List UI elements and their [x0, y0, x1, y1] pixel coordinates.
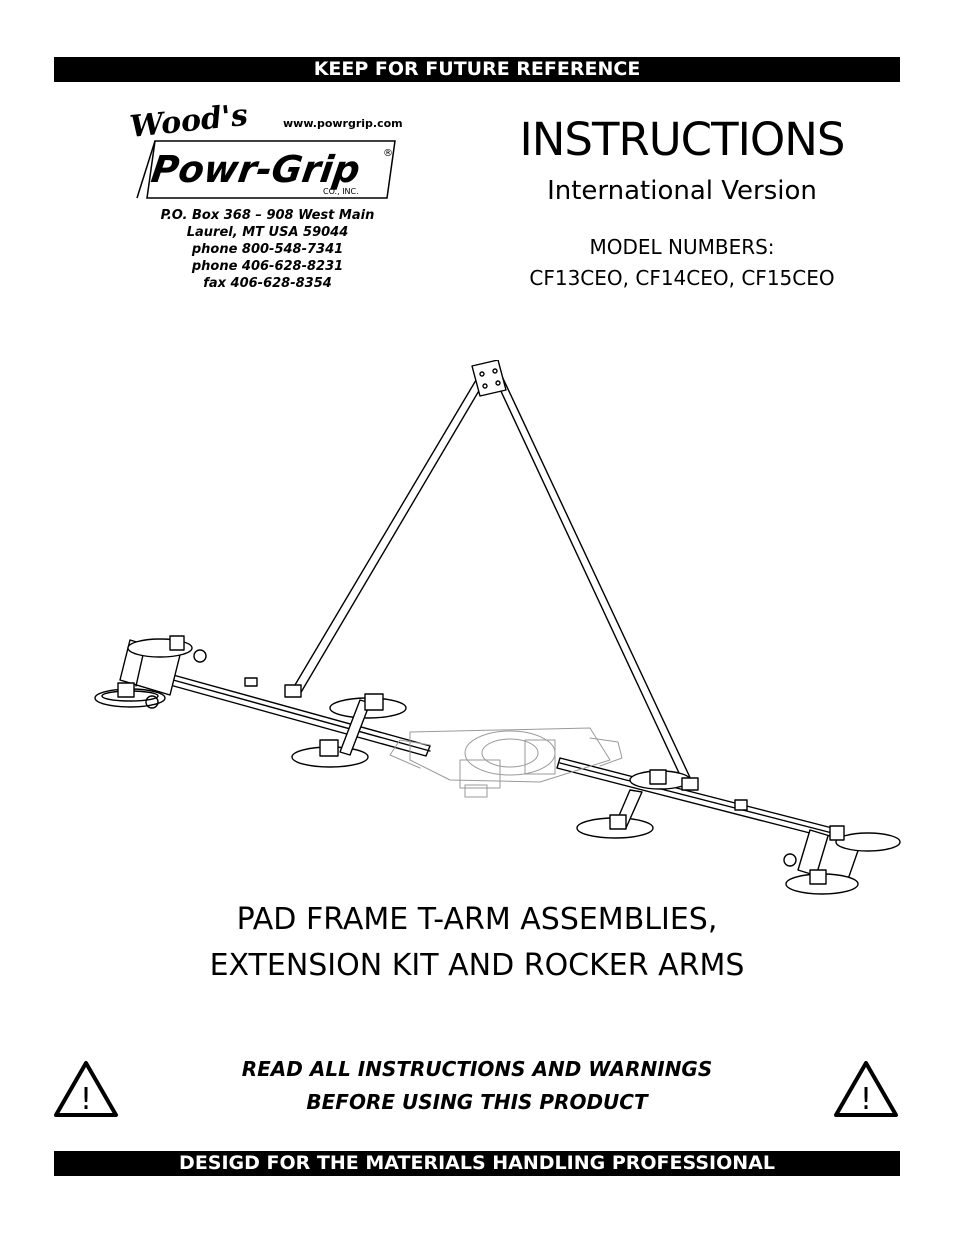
model-numbers-label: MODEL NUMBERS: — [589, 235, 775, 259]
company-logo: Wood's www.powrgrip.com Powr-Grip ® CO.,… — [125, 98, 407, 203]
warning-triangle-icon: ! — [53, 1060, 119, 1118]
address-line: phone 800-548-7341 — [191, 242, 344, 257]
product-caption-line: EXTENSION KIT AND ROCKER ARMS — [209, 948, 745, 983]
address-line: fax 406-628-8354 — [203, 276, 332, 291]
warning-text-line: READ ALL INSTRUCTIONS AND WARNINGS — [241, 1057, 713, 1081]
svg-text:!: ! — [860, 1082, 872, 1117]
header-bar: KEEP FOR FUTURE REFERENCE — [54, 57, 900, 82]
address-line: Laurel, MT USA 59044 — [186, 225, 349, 240]
logo-brand-text: Powr-Grip — [149, 147, 363, 191]
product-caption-line: PAD FRAME T-ARM ASSEMBLIES, — [236, 902, 718, 937]
svg-text:!: ! — [80, 1082, 92, 1117]
page-subtitle: International Version — [547, 176, 817, 206]
logo-url: www.powrgrip.com — [283, 117, 403, 130]
logo-script-text: Wood's — [128, 103, 249, 145]
logo-registered-mark: ® — [383, 148, 393, 159]
warning-text-line: BEFORE USING THIS PRODUCT — [306, 1090, 648, 1114]
address-line: P.O. Box 368 – 908 West Main — [160, 208, 375, 223]
company-address: P.O. Box 368 – 908 West Main Laurel, MT … — [130, 207, 405, 292]
model-numbers: CF13CEO, CF14CEO, CF15CEO — [529, 266, 835, 290]
product-illustration — [70, 359, 905, 905]
page-title: INSTRUCTIONS — [519, 113, 845, 166]
logo-company-suffix: CO., INC. — [323, 187, 359, 196]
address-line: phone 406-628-8231 — [191, 259, 344, 274]
warning-triangle-icon: ! — [833, 1060, 899, 1118]
footer-bar: DESIGD FOR THE MATERIALS HANDLING PROFES… — [54, 1151, 900, 1176]
